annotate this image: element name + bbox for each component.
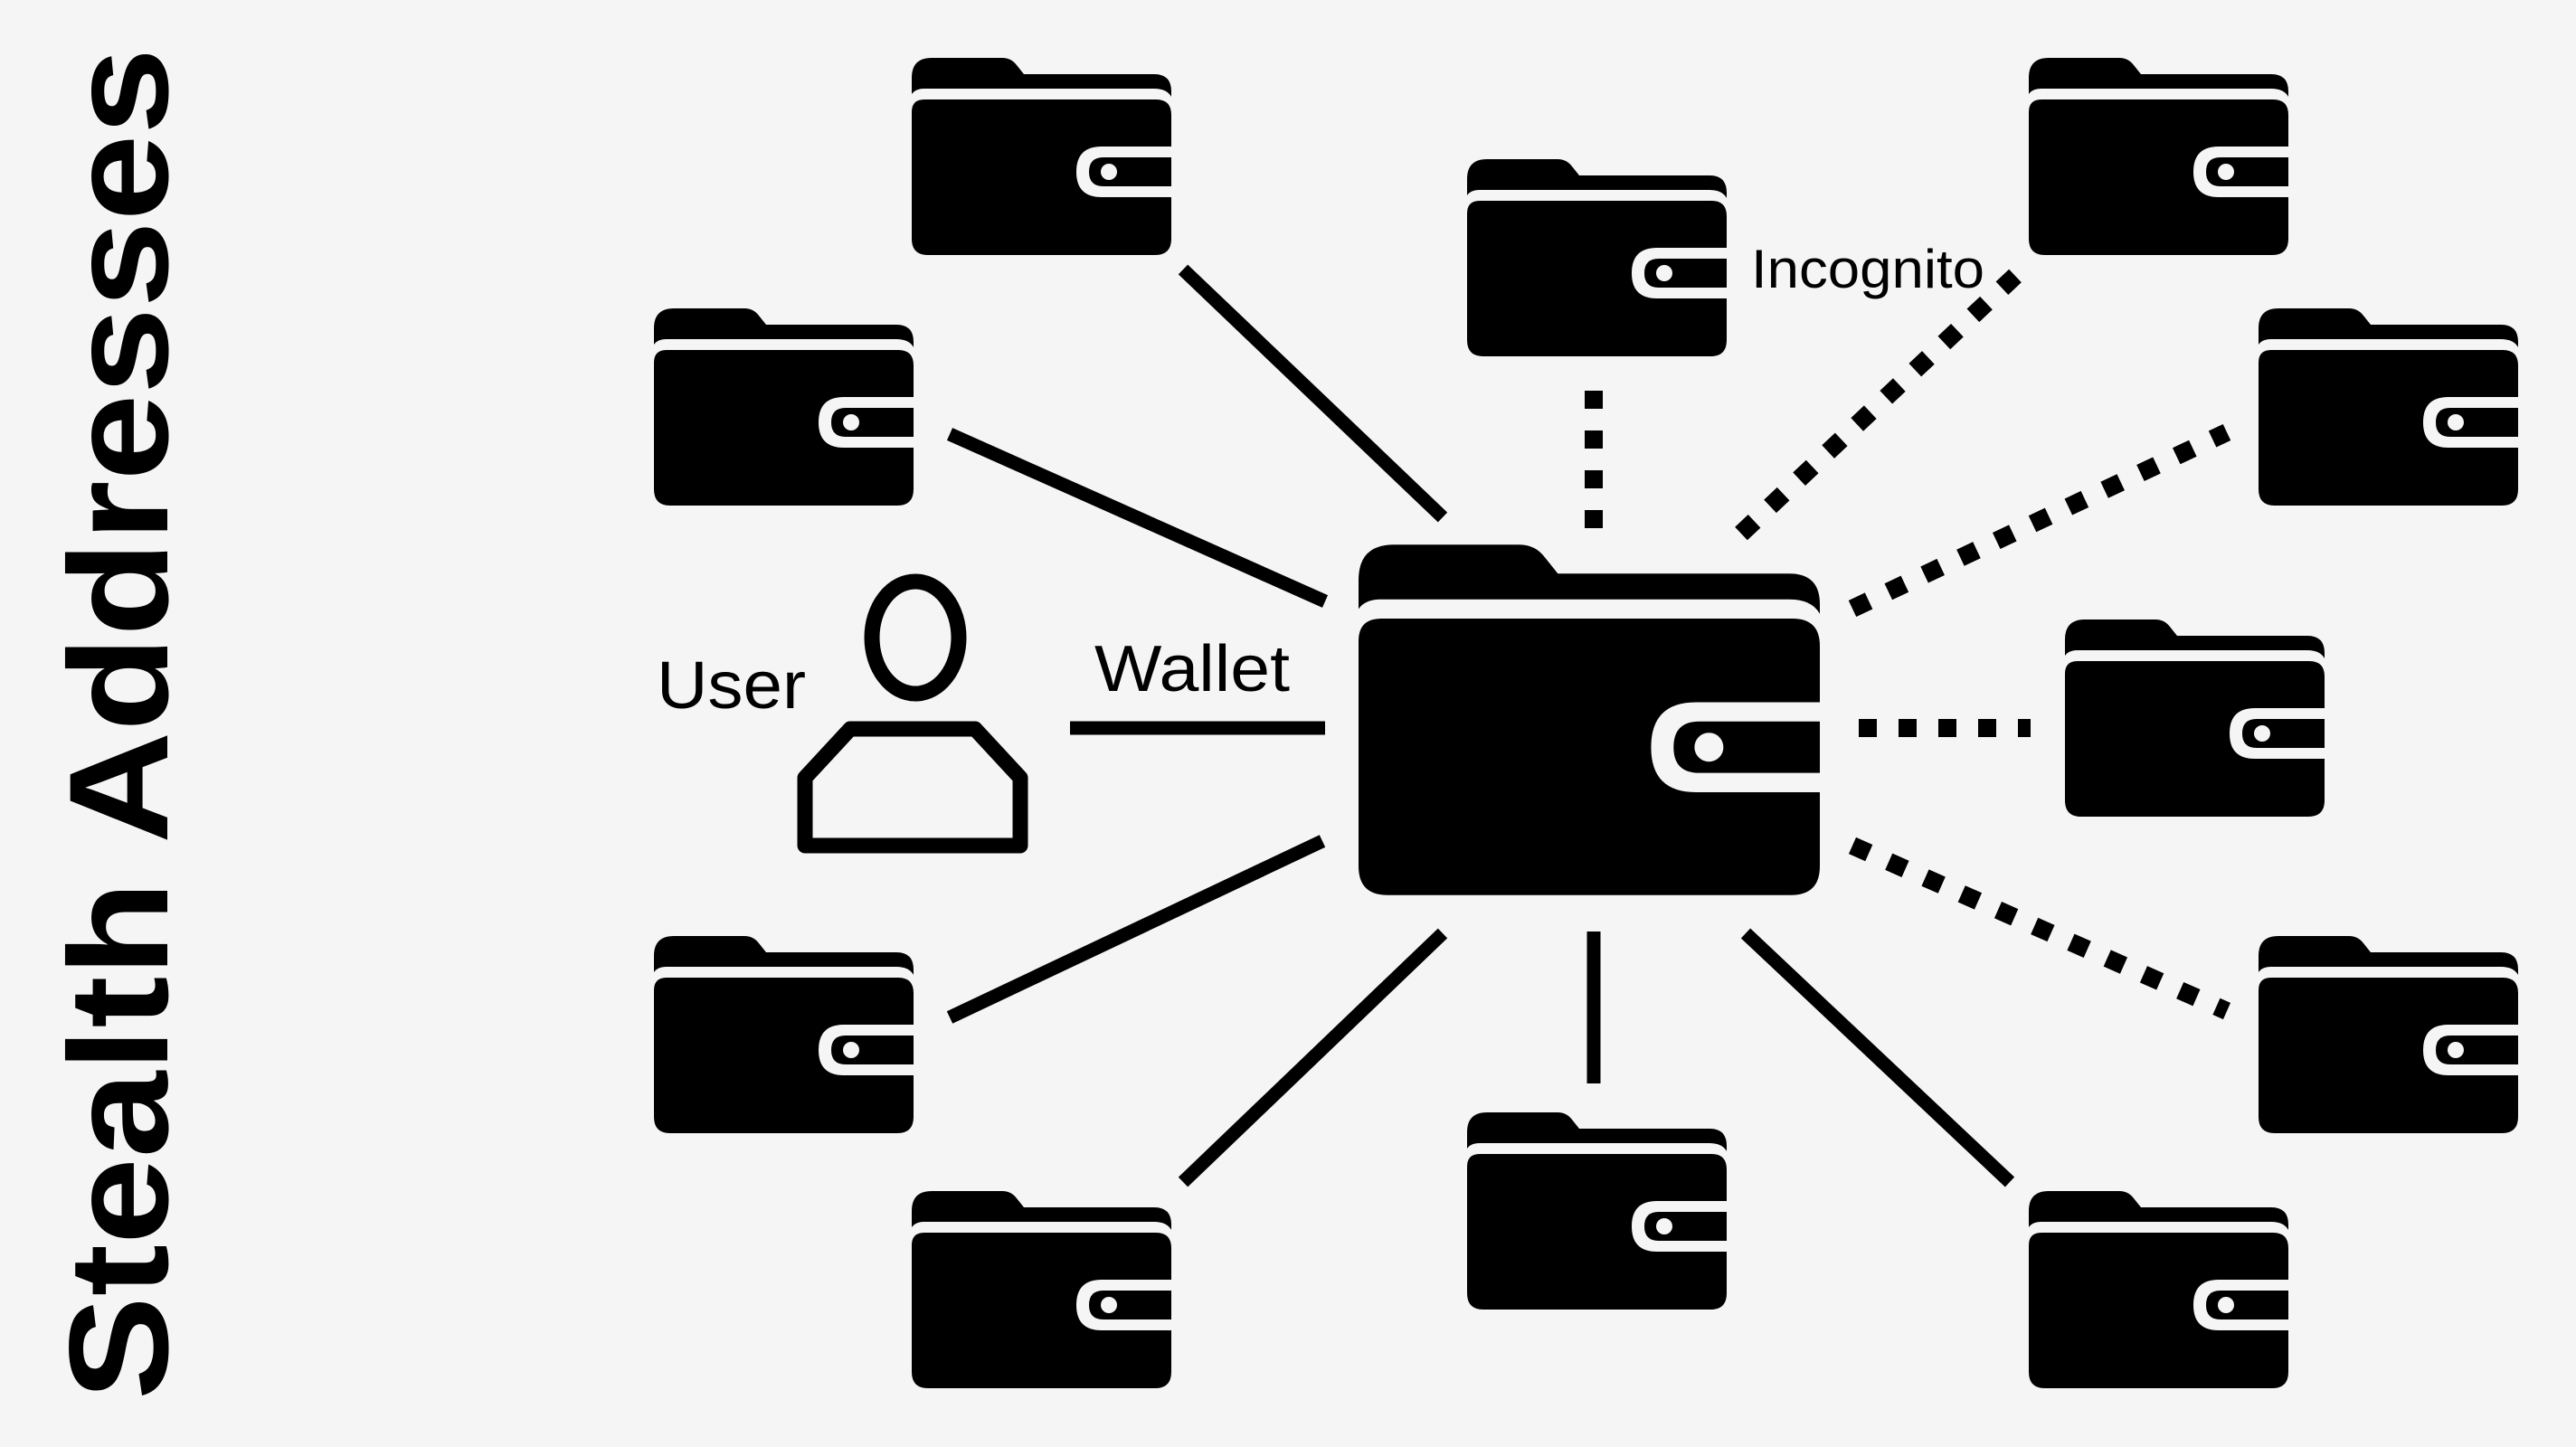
- wallet-right-lower[interactable]: [2259, 936, 2518, 1133]
- connector-right-lower: [1848, 837, 2231, 1020]
- wallet-left-upper[interactable]: [654, 308, 914, 506]
- wallet-label: Wallet: [1094, 633, 1290, 705]
- user-icon[interactable]: [797, 573, 1028, 854]
- user-body-icon: [797, 721, 1028, 854]
- connector-top-left: [1178, 264, 1448, 523]
- dotted-connectors: [1585, 269, 2231, 1020]
- central-wallet[interactable]: [1359, 544, 1820, 895]
- wallet-top-left[interactable]: [912, 58, 1171, 255]
- wallet-top-right[interactable]: [2029, 58, 2288, 255]
- wallet-bottom-right[interactable]: [2029, 1191, 2288, 1388]
- wallet-right-middle[interactable]: [2065, 619, 2325, 817]
- wallet-right-upper[interactable]: [2259, 308, 2518, 506]
- user-head-icon: [864, 573, 967, 702]
- user-label: User: [657, 648, 806, 723]
- solid-connectors: [946, 264, 2015, 1187]
- wallet-bottom-center[interactable]: [1467, 1112, 1727, 1310]
- connector-bottom-right: [1740, 928, 2015, 1187]
- wallet-left-lower[interactable]: [654, 936, 914, 1133]
- connector-right-upper: [1848, 423, 2231, 618]
- connector-left-upper: [946, 428, 1329, 608]
- wallet-bottom-left[interactable]: [912, 1191, 1171, 1388]
- connector-bottom-left: [1178, 928, 1448, 1187]
- connector-left-lower: [946, 835, 1326, 1024]
- incognito-label: Incognito: [1751, 239, 1984, 299]
- wallet-top-center[interactable]: [1467, 159, 1727, 356]
- connector-top-right: [1735, 269, 2022, 541]
- page-title: Stealth Addresses: [41, 48, 198, 1400]
